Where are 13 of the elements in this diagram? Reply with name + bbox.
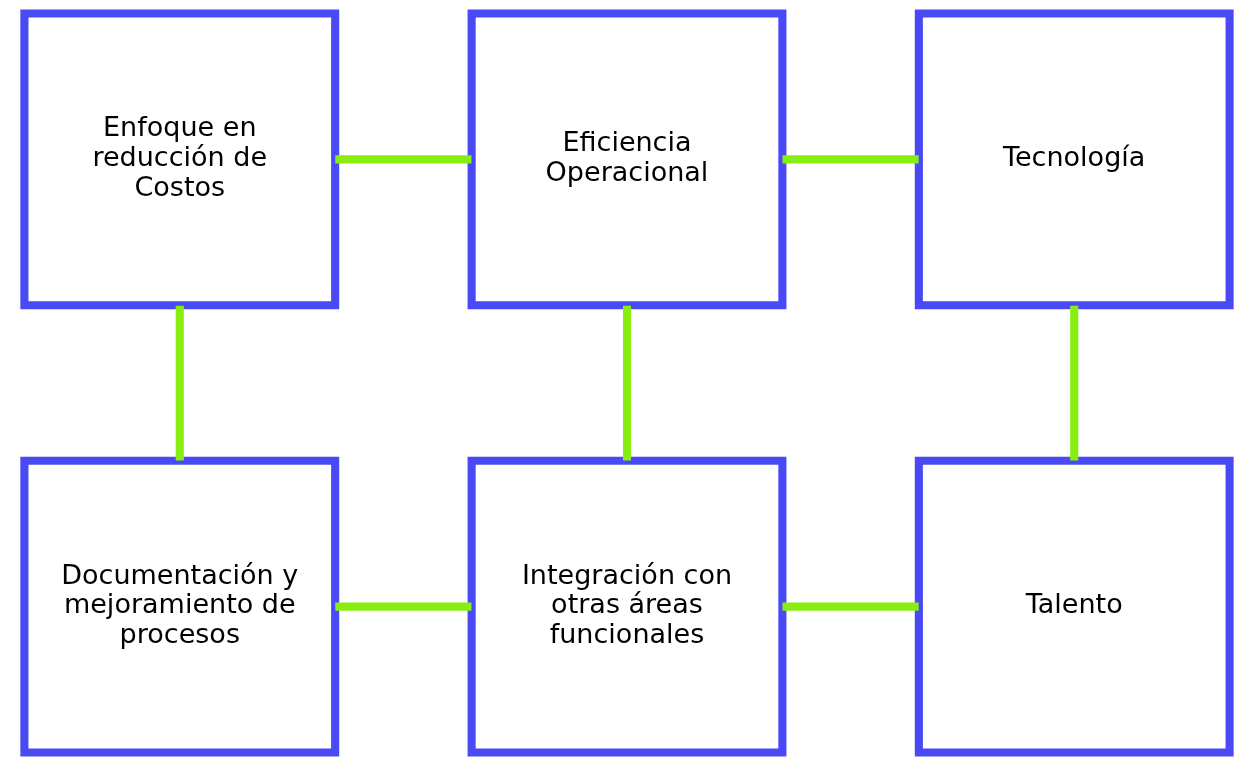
connector [622, 305, 631, 461]
node-box: Eficiencia Operacional [467, 9, 786, 310]
connector [334, 602, 471, 611]
node-box: Integración con otras áreas funcionales [467, 456, 786, 757]
connector [781, 155, 919, 164]
node-box: Documentación y mejoramiento de procesos [19, 456, 339, 757]
node-box: Talento [914, 456, 1234, 757]
connector [781, 602, 919, 611]
connector [334, 155, 471, 164]
connector [175, 305, 184, 461]
node-box: Tecnología [914, 9, 1234, 310]
connector [1069, 305, 1078, 461]
node-box: Enfoque en reducción de Costos [19, 9, 339, 310]
